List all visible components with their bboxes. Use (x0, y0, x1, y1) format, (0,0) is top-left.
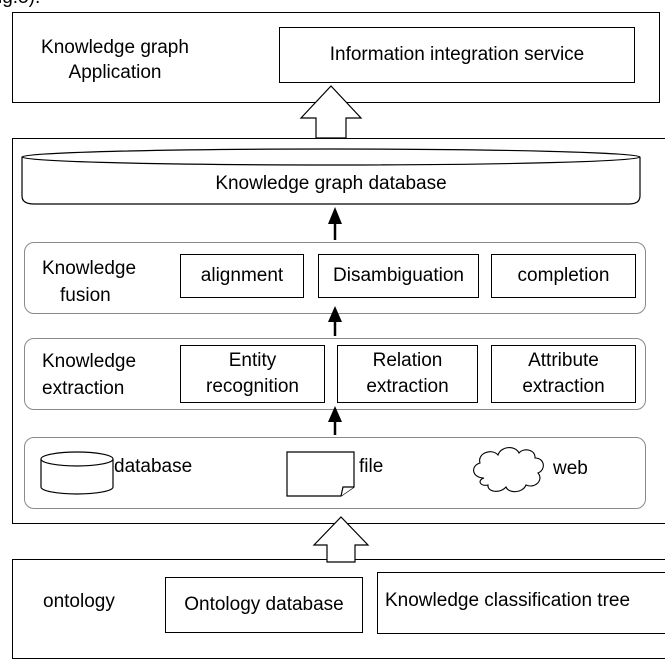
extraction-step-relation-extraction: Relation extraction (337, 345, 478, 403)
source-database-label: database (114, 456, 193, 477)
ontology-database-box: Ontology database (165, 577, 363, 633)
solid-arrow-sources-to-extraction (328, 406, 342, 435)
fusion-step-disambiguation: Disambiguation (318, 254, 479, 298)
solid-arrow-extraction-to-fusion (328, 306, 342, 336)
application-label-line2: Application (68, 62, 162, 83)
file-icon (286, 451, 355, 497)
header-fragment: ig.5). (0, 0, 40, 10)
attribute-extraction-line1: Attribute (528, 350, 599, 371)
ontology-label: ontology (43, 591, 115, 612)
application-label-line1: Knowledge graph (41, 37, 189, 58)
fusion-step-alignment: alignment (180, 254, 304, 298)
entity-recognition-line2: recognition (206, 376, 299, 397)
knowledge-fusion-label-line1: Knowledge (42, 258, 137, 279)
knowledge-classification-tree-label: Knowledge classification tree (385, 590, 631, 611)
information-integration-service-box: Information integration service (279, 27, 635, 83)
extraction-step-entity-recognition: Entity recognition (180, 345, 325, 403)
source-file-label: file (359, 456, 384, 477)
ontology-database-label: Ontology database (184, 594, 344, 615)
hollow-up-arrow-bottom (312, 516, 370, 563)
solid-arrow-fusion-to-database (328, 207, 342, 240)
knowledge-extraction-label-line1: Knowledge (42, 351, 137, 372)
extraction-step-attribute-extraction: Attribute extraction (491, 345, 636, 403)
knowledge-graph-database-label: Knowledge graph database (215, 173, 447, 194)
attribute-extraction-line2: extraction (522, 376, 605, 397)
fusion-step-completion-label: completion (517, 265, 610, 286)
fusion-step-disambiguation-label: Disambiguation (333, 265, 464, 286)
database-icon (40, 451, 114, 495)
knowledge-classification-tree-box: Knowledge classification tree (377, 572, 665, 634)
source-web-label: web (553, 458, 588, 479)
knowledge-extraction-label: Knowledge extraction (42, 348, 136, 402)
knowledge-fusion-label-line2: fusion (60, 285, 111, 306)
relation-extraction-line2: extraction (366, 376, 449, 397)
fusion-step-completion: completion (491, 254, 636, 298)
knowledge-graph-database-cylinder (21, 148, 641, 205)
entity-recognition-line1: Entity (228, 350, 277, 371)
knowledge-fusion-label: Knowledge fusion (42, 255, 136, 309)
cloud-icon (473, 447, 544, 493)
application-label: Knowledge graph Application (20, 34, 210, 86)
knowledge-extraction-label-line2: extraction (42, 378, 125, 399)
relation-extraction-line1: Relation (372, 350, 443, 371)
hollow-up-arrow-top (299, 85, 363, 139)
information-integration-service-label: Information integration service (329, 44, 585, 65)
fusion-step-alignment-label: alignment (200, 265, 284, 286)
